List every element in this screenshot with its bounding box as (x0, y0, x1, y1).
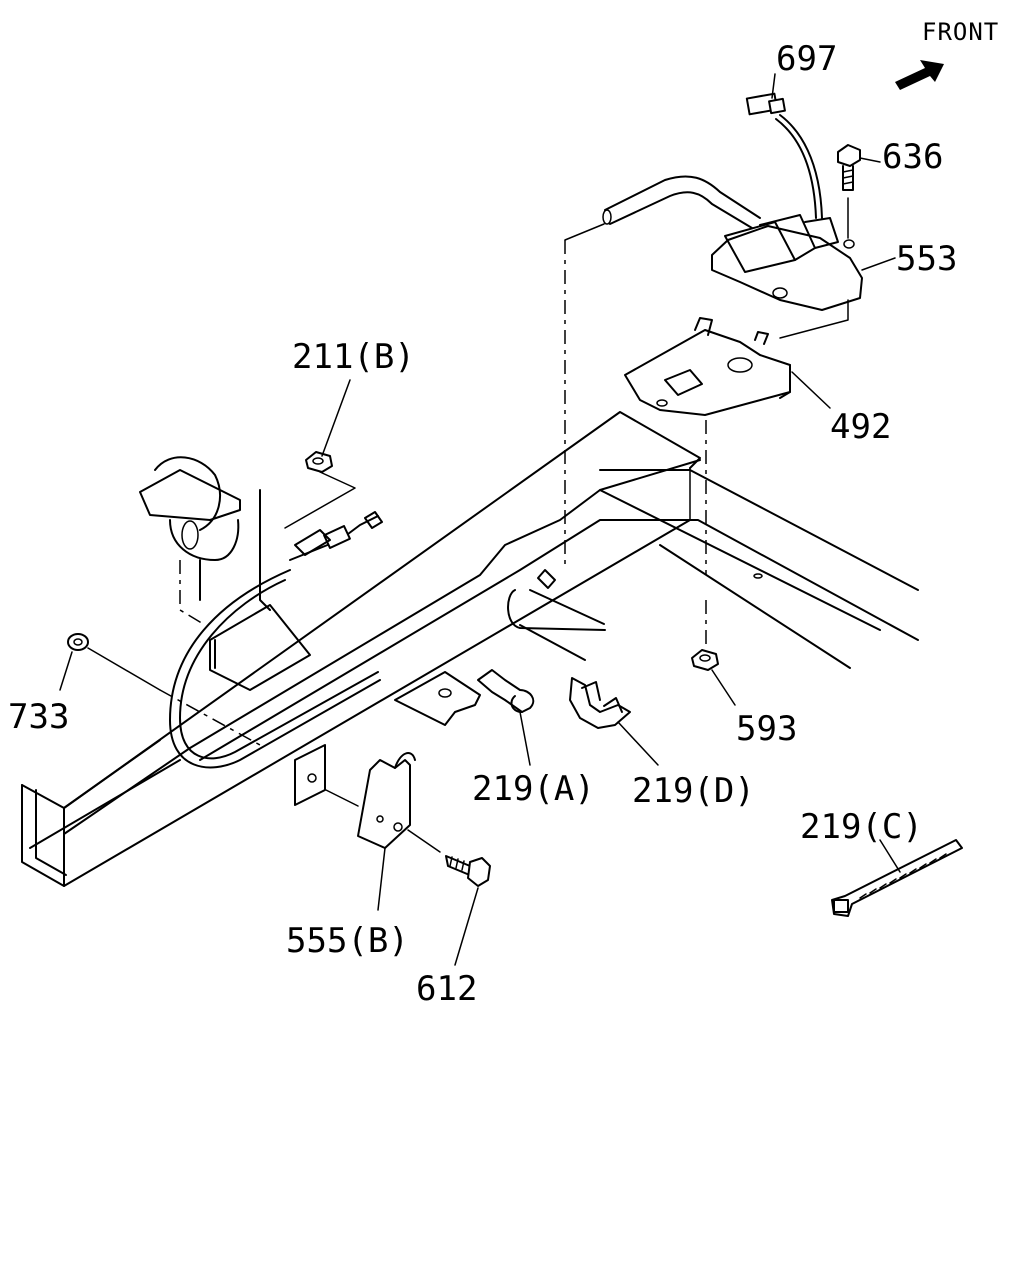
part-label-553: 553 (896, 239, 957, 279)
cable-mount-bracket (139, 456, 311, 691)
lower-bracket (394, 671, 481, 726)
part-label-219c: 219(C) (800, 807, 923, 847)
frame-rail (21, 411, 919, 887)
part-label-636: 636 (882, 137, 943, 177)
part-label-733: 733 (8, 697, 69, 737)
part-label-555b: 555(B) (286, 921, 409, 961)
part-label-219d: 219(D) (632, 771, 755, 811)
nut-211b (305, 451, 333, 473)
nut-593 (691, 649, 719, 671)
plate-bracket-492 (624, 317, 791, 416)
front-label: FRONT (922, 18, 999, 46)
pipe (602, 175, 761, 229)
part-label-697: 697 (776, 39, 837, 79)
bolt-636 (837, 144, 861, 191)
bracket-555b (357, 752, 416, 849)
rubber-pad (294, 744, 326, 806)
part-label-219a: 219(A) (472, 769, 595, 809)
front-indicator: FRONT (895, 18, 999, 90)
part-label-593: 593 (736, 709, 797, 749)
cable-tube (507, 569, 606, 661)
wire-harness-697 (745, 92, 823, 219)
part-label-492: 492 (830, 407, 891, 447)
cable-tie-219c (831, 839, 963, 917)
shift-cable (169, 511, 383, 769)
alignment-lines (87, 197, 849, 853)
washer-733 (67, 633, 89, 651)
bolt-612 (445, 855, 491, 887)
clip-219d (569, 677, 631, 729)
part-label-211b: 211(B) (292, 337, 415, 377)
part-label-612: 612 (416, 969, 477, 1009)
sensor-housing-553 (711, 214, 863, 311)
clip-219a (477, 669, 535, 713)
leader-lines (59, 73, 901, 966)
part-labels: 697 636 553 492 211(B) 733 593 219(A) 21… (8, 39, 957, 1009)
arrow-front-icon (895, 60, 944, 90)
